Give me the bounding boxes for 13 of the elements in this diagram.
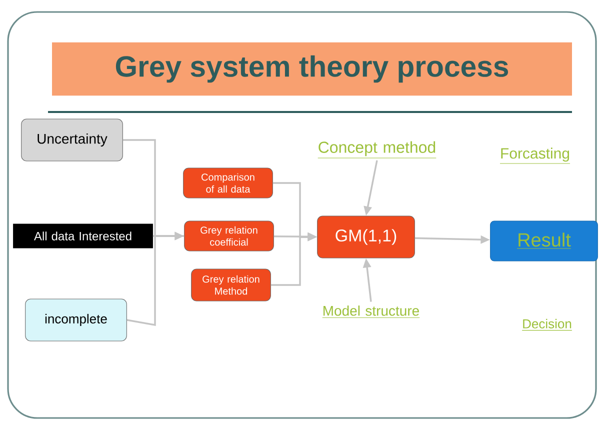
- link-text: Model structure: [322, 306, 420, 318]
- process-box: Grey relation Method: [191, 268, 271, 302]
- model-box: GM(1,1): [317, 216, 415, 258]
- link-text: Decision: [522, 318, 572, 331]
- title-banner: Grey system theory process: [52, 42, 572, 96]
- process-box: Comparison of all data: [183, 168, 273, 198]
- input-box: All data Interested: [13, 224, 153, 248]
- process-box: Grey relation coefficial: [184, 220, 274, 252]
- result-box: Result: [490, 220, 598, 262]
- rounded-box: incomplete: [25, 298, 127, 342]
- link-text: Forcasting: [500, 148, 570, 164]
- link-text: Concept method: [318, 141, 436, 158]
- rounded-box: Uncertainty: [21, 118, 123, 162]
